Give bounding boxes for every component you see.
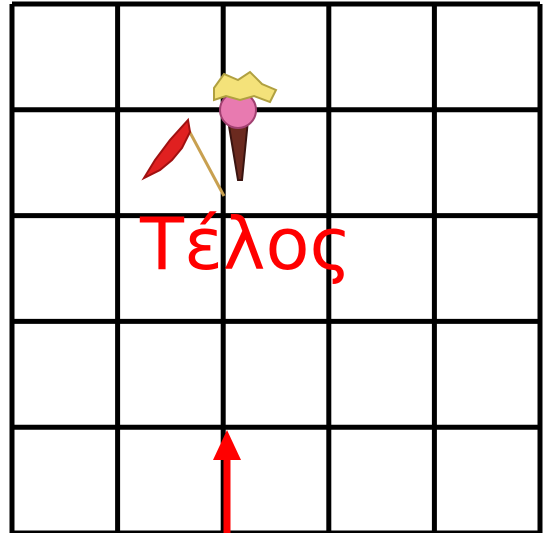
end-label: Τέλος	[140, 208, 352, 280]
